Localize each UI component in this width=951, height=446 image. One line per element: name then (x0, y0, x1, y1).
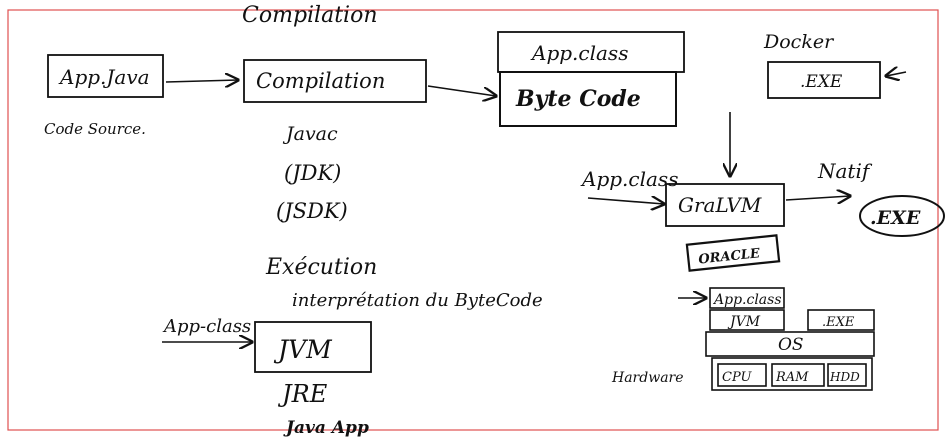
arrow-java-to-compilation (165, 80, 238, 82)
javac-label: Javac (282, 123, 338, 145)
jvm-input-label: App-class (162, 316, 251, 337)
runtime-stack: App.class JVM .EXE OS CPU RAM HDD (705, 287, 875, 391)
byte-code-label: Byte Code (515, 86, 641, 112)
arrow-compilation-to-bytecode (427, 85, 496, 96)
native-exe-oval: .EXE (859, 195, 945, 237)
code-source-label: Code Source. (44, 120, 146, 138)
jre-label: JRE (277, 380, 328, 408)
stack-cpu: CPU (722, 370, 752, 385)
compilation-box: Compilation (243, 59, 427, 103)
native-exe-label: .EXE (870, 207, 921, 229)
stack-jvm: JVM (727, 314, 761, 330)
graalvm-input-label: App.class (580, 167, 678, 191)
jvm-label: JVM (273, 335, 333, 364)
docker-exe-box: .EXE (767, 61, 881, 99)
graalvm-box: GraLVM (665, 183, 785, 227)
app-java-label: App.Java (58, 65, 150, 89)
app-java-box: App.Java (47, 54, 164, 98)
arrow-into-docker (886, 72, 907, 76)
bytecode-box: App.class Byte Code (497, 31, 685, 127)
app-class-header: App.class (530, 41, 628, 65)
docker-label: Docker (763, 31, 835, 53)
jsdk-label: (JSDK) (276, 199, 348, 223)
stack-exe: .EXE (822, 315, 855, 330)
graalvm-label: GraLVM (678, 193, 762, 217)
compilation-title: Compilation (242, 3, 378, 28)
interpretation-label: interprétation du ByteCode (292, 290, 543, 311)
oracle-badge: ORACLE (685, 234, 781, 272)
jdk-label: (JDK) (284, 161, 341, 185)
native-label: Natif (817, 159, 873, 183)
hardware-label: Hardware (611, 370, 684, 386)
docker-exe-label: .EXE (800, 72, 843, 92)
java-app-label: Java App (283, 418, 369, 438)
jvm-box: JVM (254, 321, 372, 373)
execution-title: Exécution (265, 255, 377, 280)
page-frame (7, 9, 939, 431)
oracle-label: ORACLE (698, 246, 762, 267)
stack-app-class: App.class (712, 292, 782, 308)
arrow-into-graalvm (587, 198, 664, 204)
stack-ram: RAM (775, 370, 809, 385)
arrow-graalvm-to-native (785, 196, 850, 200)
compilation-box-label: Compilation (256, 69, 385, 93)
stack-os: OS (778, 335, 804, 355)
stack-hdd: HDD (829, 370, 860, 384)
